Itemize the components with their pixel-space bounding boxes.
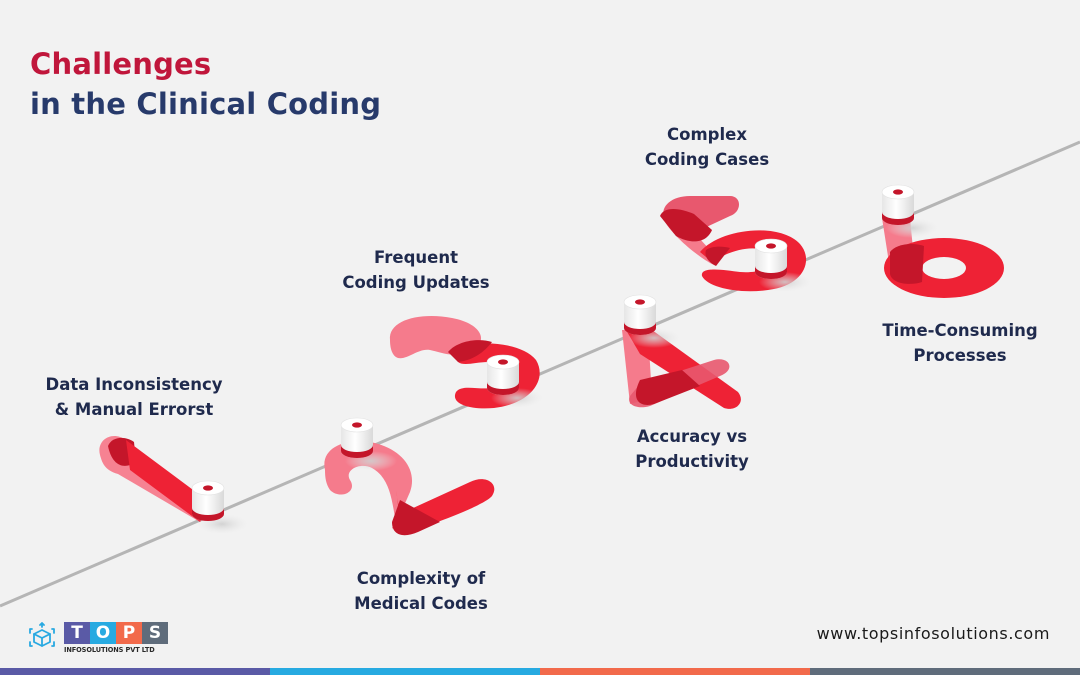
logo-letter-s: S <box>142 622 168 644</box>
step-3-label-line2: Coding Updates <box>342 273 490 292</box>
logo-wordmark: T O P S <box>64 622 168 644</box>
number-1-graphic <box>99 435 249 535</box>
logo-letter-o: O <box>90 622 116 644</box>
number-3-graphic <box>389 316 544 409</box>
step-4-label: Accuracy vs Productivity <box>635 424 749 474</box>
logo-letter-p: P <box>116 622 142 644</box>
number-4-graphic <box>622 294 741 409</box>
step-5-label-line2: Coding Cases <box>644 150 770 169</box>
step-5-label-line1: Complex <box>667 125 747 144</box>
logo-subtitle: INFOSOLUTIONS PVT LTD <box>64 646 155 654</box>
bar-segment-blue <box>270 668 540 675</box>
cube-icon <box>29 622 55 647</box>
number-6-graphic <box>881 184 1004 298</box>
logo-letter-t: T <box>64 622 90 644</box>
bar-segment-orange <box>540 668 810 675</box>
bar-segment-gray <box>810 668 1080 675</box>
website-url[interactable]: www.topsinfosolutions.com <box>816 624 1050 643</box>
step-4-label-line2: Productivity <box>635 452 749 471</box>
step-3-label: Frequent Coding Updates <box>342 245 489 295</box>
step-2-label: Complexity of Medical Codes <box>354 566 488 616</box>
step-2-label-line1: Complexity of <box>356 569 486 588</box>
step-1-label-line2: & Manual Errorst <box>54 400 214 419</box>
title-line-2: in the Clinical Coding <box>30 87 382 121</box>
step-3-label-line1: Frequent <box>374 248 458 267</box>
step-6-label: Time-Consuming Processes <box>882 318 1037 368</box>
bar-segment-purple <box>0 668 270 675</box>
number-2-graphic <box>324 417 495 536</box>
step-4-label-line1: Accuracy vs <box>636 427 748 446</box>
bottom-color-bar <box>0 668 1080 675</box>
page-title: Challenges in the Clinical Coding <box>30 44 381 124</box>
title-line-1: Challenges <box>30 47 212 81</box>
step-6-label-line1: Time-Consuming <box>882 321 1038 340</box>
step-6-label-line2: Processes <box>913 346 1007 365</box>
step-1-label: Data Inconsistency & Manual Errorst <box>45 372 222 422</box>
step-1-label-line1: Data Inconsistency <box>45 375 223 394</box>
step-5-label: Complex Coding Cases <box>645 122 769 172</box>
number-5-graphic <box>660 196 812 293</box>
step-2-label-line2: Medical Codes <box>354 594 488 613</box>
